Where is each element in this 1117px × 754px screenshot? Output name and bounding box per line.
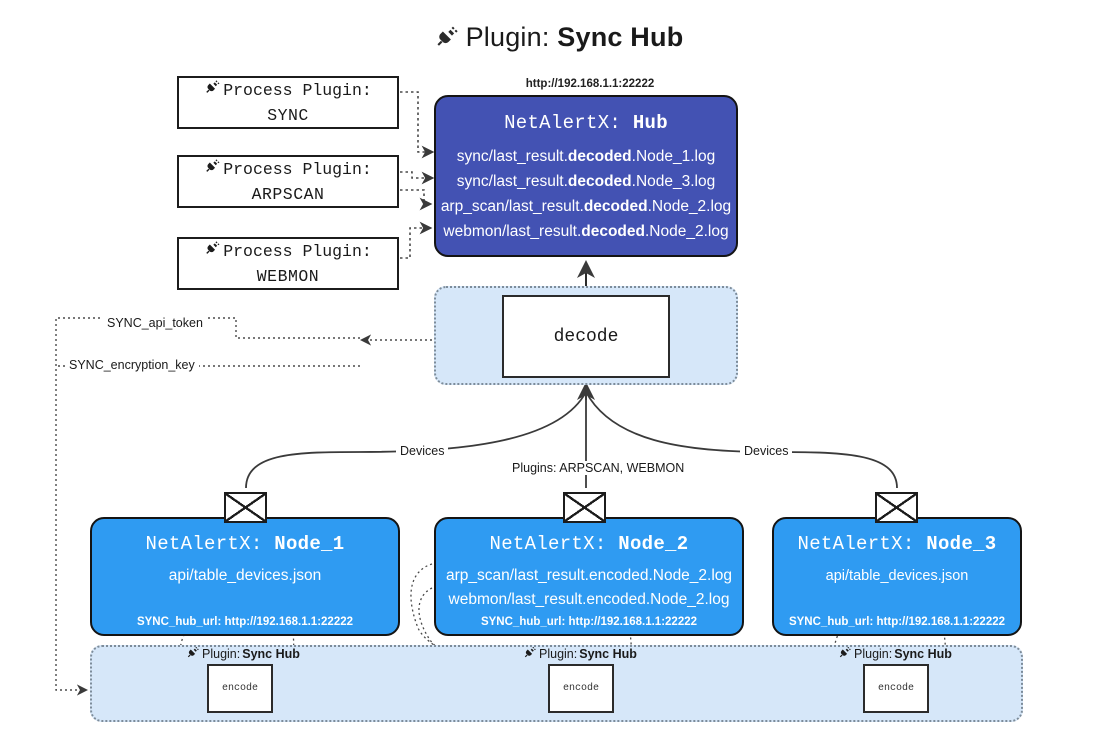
node-hub-url: SYNC_hub_url: http://192.168.1.1:22222 [480,616,698,628]
process-plugin-box-webmon[interactable]: Process Plugin: WEBMON [177,237,399,290]
hub-node-box[interactable]: NetAlertX: Hub sync/last_result.decoded.… [434,95,738,257]
plug-icon [838,645,852,662]
node-box-node-3[interactable]: NetAlertX: Node_3 api/table_devices.json… [772,517,1022,636]
node-title: NetAlertX: Node_1 [145,533,345,555]
node-log-row: api/table_devices.json [168,567,322,584]
hub-title-name: Hub [632,112,668,134]
hub-log-row: sync/last_result.decoded.Node_3.log [456,173,716,190]
process-plugin-name: SYNC [267,105,309,125]
process-plugin-name: WEBMON [256,266,320,286]
node-log-list: arp_scan/last_result.encoded.Node_2.log … [436,564,742,612]
page-title-prefix: Plugin: [465,22,558,52]
node-log-row: webmon/last_result.encoded.Node_2.log [448,591,730,608]
hub-log-row: sync/last_result.decoded.Node_1.log [456,148,716,165]
process-plugin-label: Process Plugin: [223,80,372,100]
edge-label-devices-left: Devices [396,444,449,458]
node-log-row: api/table_devices.json [825,568,969,584]
page-title-name: Sync Hub [557,22,684,52]
encode-box-node-3[interactable]: encode [863,664,929,713]
node-hub-url: SYNC_hub_url: http://192.168.1.1:22222 [788,616,1006,628]
envelope-icon [224,492,267,523]
decode-box[interactable]: decode [502,295,670,378]
process-plugin-name: ARPSCAN [251,184,325,204]
envelope-icon [875,492,918,523]
hub-url-label: http://192.168.1.1:22222 [525,78,655,90]
node-hub-url: SYNC_hub_url: http://192.168.1.1:22222 [136,616,354,628]
node-box-node-1[interactable]: NetAlertX: Node_1 api/table_devices.json… [90,517,400,636]
hub-title-prefix: NetAlertX: [504,112,633,134]
encoder-plugin-label-2: Plugin: Sync Hub [523,645,637,662]
hub-log-list: sync/last_result.decoded.Node_1.log sync… [436,144,736,244]
node-box-node-2[interactable]: NetAlertX: Node_2 arp_scan/last_result.e… [434,517,744,636]
node-log-list: api/table_devices.json [92,564,398,588]
hub-title: NetAlertX: Hub [436,112,736,134]
process-plugin-box-arpscan[interactable]: Process Plugin: ARPSCAN [177,155,399,208]
envelope-icon [563,492,606,523]
edge-label-devices-right: Devices [740,444,793,458]
plug-icon [204,239,221,264]
hub-log-row: arp_scan/last_result.decoded.Node_2.log [440,198,732,215]
plug-icon [186,645,200,662]
plug-icon [523,645,537,662]
encoder-plugin-label-3: Plugin: Sync Hub [838,645,952,662]
encode-box-node-2[interactable]: encode [548,664,614,713]
node-log-list: api/table_devices.json [774,564,1020,588]
plug-icon [434,21,460,59]
page-title: Plugin: Sync Hub [0,18,1117,59]
edge-label-encryption-key: SYNC_encryption_key [65,358,199,372]
encoder-plugin-label-1: Plugin: Sync Hub [186,645,300,662]
edge-label-plugins: Plugins: ARPSCAN, WEBMON [508,461,689,475]
process-plugin-label: Process Plugin: [223,159,372,179]
node-title: NetAlertX: Node_3 [797,533,997,555]
plug-icon [204,157,221,182]
node-log-row: arp_scan/last_result.encoded.Node_2.log [445,567,733,584]
hub-log-row: webmon/last_result.decoded.Node_2.log [443,223,729,240]
process-plugin-label: Process Plugin: [223,241,372,261]
encode-box-node-1[interactable]: encode [207,664,273,713]
edge-label-api-token: SYNC_api_token [103,316,207,330]
process-plugin-box-sync[interactable]: Process Plugin: SYNC [177,76,399,129]
node-title: NetAlertX: Node_2 [489,533,689,555]
plug-icon [204,78,221,103]
